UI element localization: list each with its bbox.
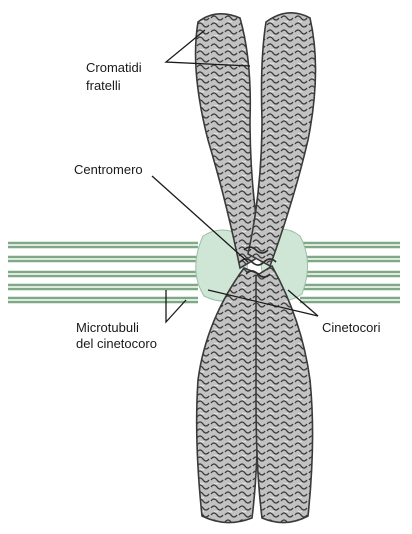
leader-microtubules <box>165 290 187 324</box>
label-sister-chromatids-line2: fratelli <box>86 78 121 93</box>
microtubule-bundle <box>8 241 400 304</box>
leader-kinetochore-left <box>207 289 319 317</box>
centromere-region <box>239 246 277 278</box>
leader-sister-chromatids <box>164 29 251 67</box>
microtubule-right-group <box>300 241 400 304</box>
chromatid-left-lower-arm <box>195 267 265 524</box>
label-sister-chromatids-line1: Cromatidi <box>86 60 142 75</box>
label-microtubules-line1: Microtubuli <box>76 320 139 335</box>
label-centromere: Centromero <box>74 162 143 177</box>
label-kinetochores: Cinetocori <box>322 320 381 335</box>
chromatid-right-upper-arm <box>247 12 317 268</box>
label-microtubules-line2: del cinetocoro <box>76 336 157 351</box>
chromatid-left <box>194 13 265 524</box>
chromatid-right-lower-arm <box>255 264 314 524</box>
leader-lines <box>151 29 319 324</box>
leader-centromere <box>151 175 249 263</box>
labels: Cromatidi fratelli Centromero Microtubul… <box>74 60 381 351</box>
chromatid-right <box>247 12 317 524</box>
leader-kinetochore-right <box>287 289 319 317</box>
microtubule-left-group <box>8 241 198 304</box>
